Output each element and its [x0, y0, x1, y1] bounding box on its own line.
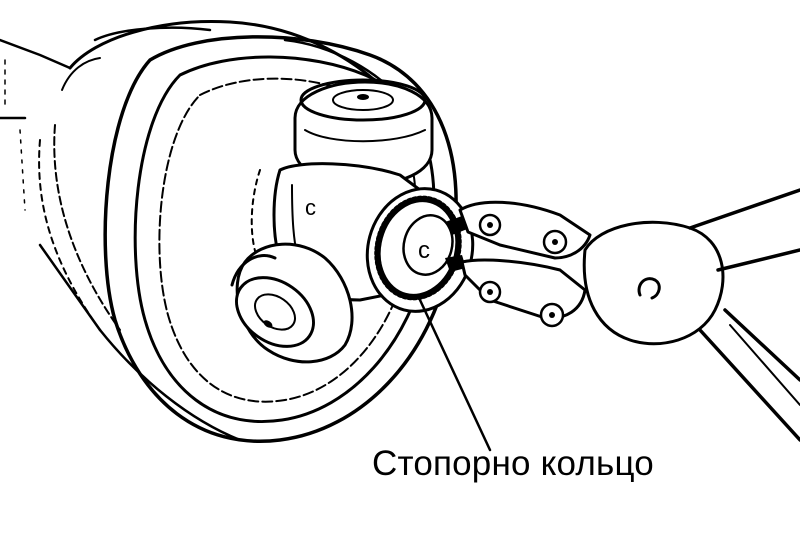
- svg-text:c: c: [305, 195, 316, 220]
- cv-boot: [38, 20, 402, 442]
- lower-roller: [230, 242, 354, 364]
- drive-shaft: [0, 38, 102, 332]
- snap-ring: c: [374, 195, 462, 301]
- svg-text:c: c: [418, 237, 430, 264]
- snap-ring-callout-label: Стопорно кольцо: [372, 444, 654, 483]
- snap-ring-pliers: [445, 188, 800, 442]
- callout-leader-line: [418, 298, 492, 452]
